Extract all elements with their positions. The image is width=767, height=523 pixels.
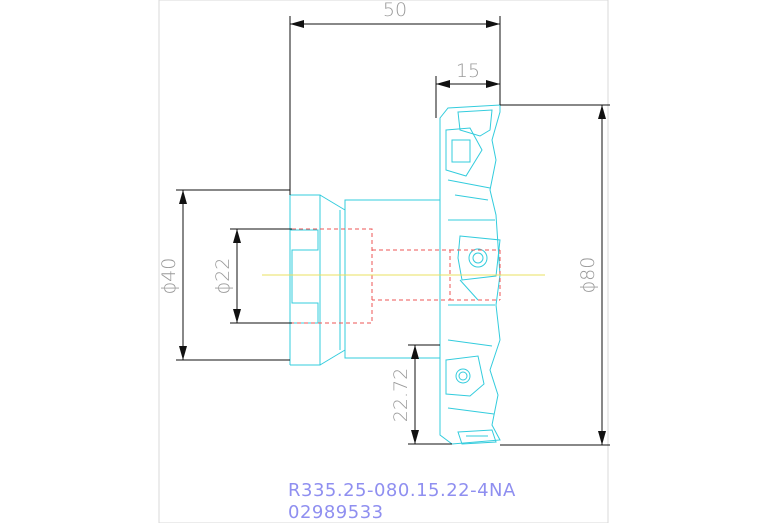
dim-shank-diameter: ϕ40 xyxy=(158,258,180,295)
dimension-arrows xyxy=(179,20,606,445)
key-slot xyxy=(290,229,319,324)
dim-bore-diameter: ϕ22 xyxy=(212,258,234,295)
taper-bottom xyxy=(319,349,346,366)
cutter-head-outline xyxy=(439,104,501,445)
dim-offset: 22.72 xyxy=(390,368,412,422)
dim-overall-length: 50 xyxy=(383,0,407,21)
order-code: 02989533 xyxy=(288,502,384,523)
insert-top xyxy=(445,127,483,177)
insert-top-seat xyxy=(451,139,471,163)
insert-top-pocket xyxy=(457,109,493,137)
cutter-body xyxy=(289,104,501,445)
shank-outline xyxy=(290,194,321,366)
insert-screw-bottom xyxy=(455,368,471,384)
taper-top xyxy=(319,194,346,211)
dim-cutter-diameter: ϕ80 xyxy=(577,257,599,294)
insert-screw-middle xyxy=(468,248,488,268)
part-number: R335.25-080.15.22-4NA xyxy=(288,480,516,501)
insert-tip xyxy=(457,429,497,445)
insert-middle xyxy=(457,235,501,281)
insert-bottom xyxy=(445,355,485,397)
dim-insert-width: 15 xyxy=(456,60,480,82)
drawing-sheet xyxy=(158,0,609,523)
